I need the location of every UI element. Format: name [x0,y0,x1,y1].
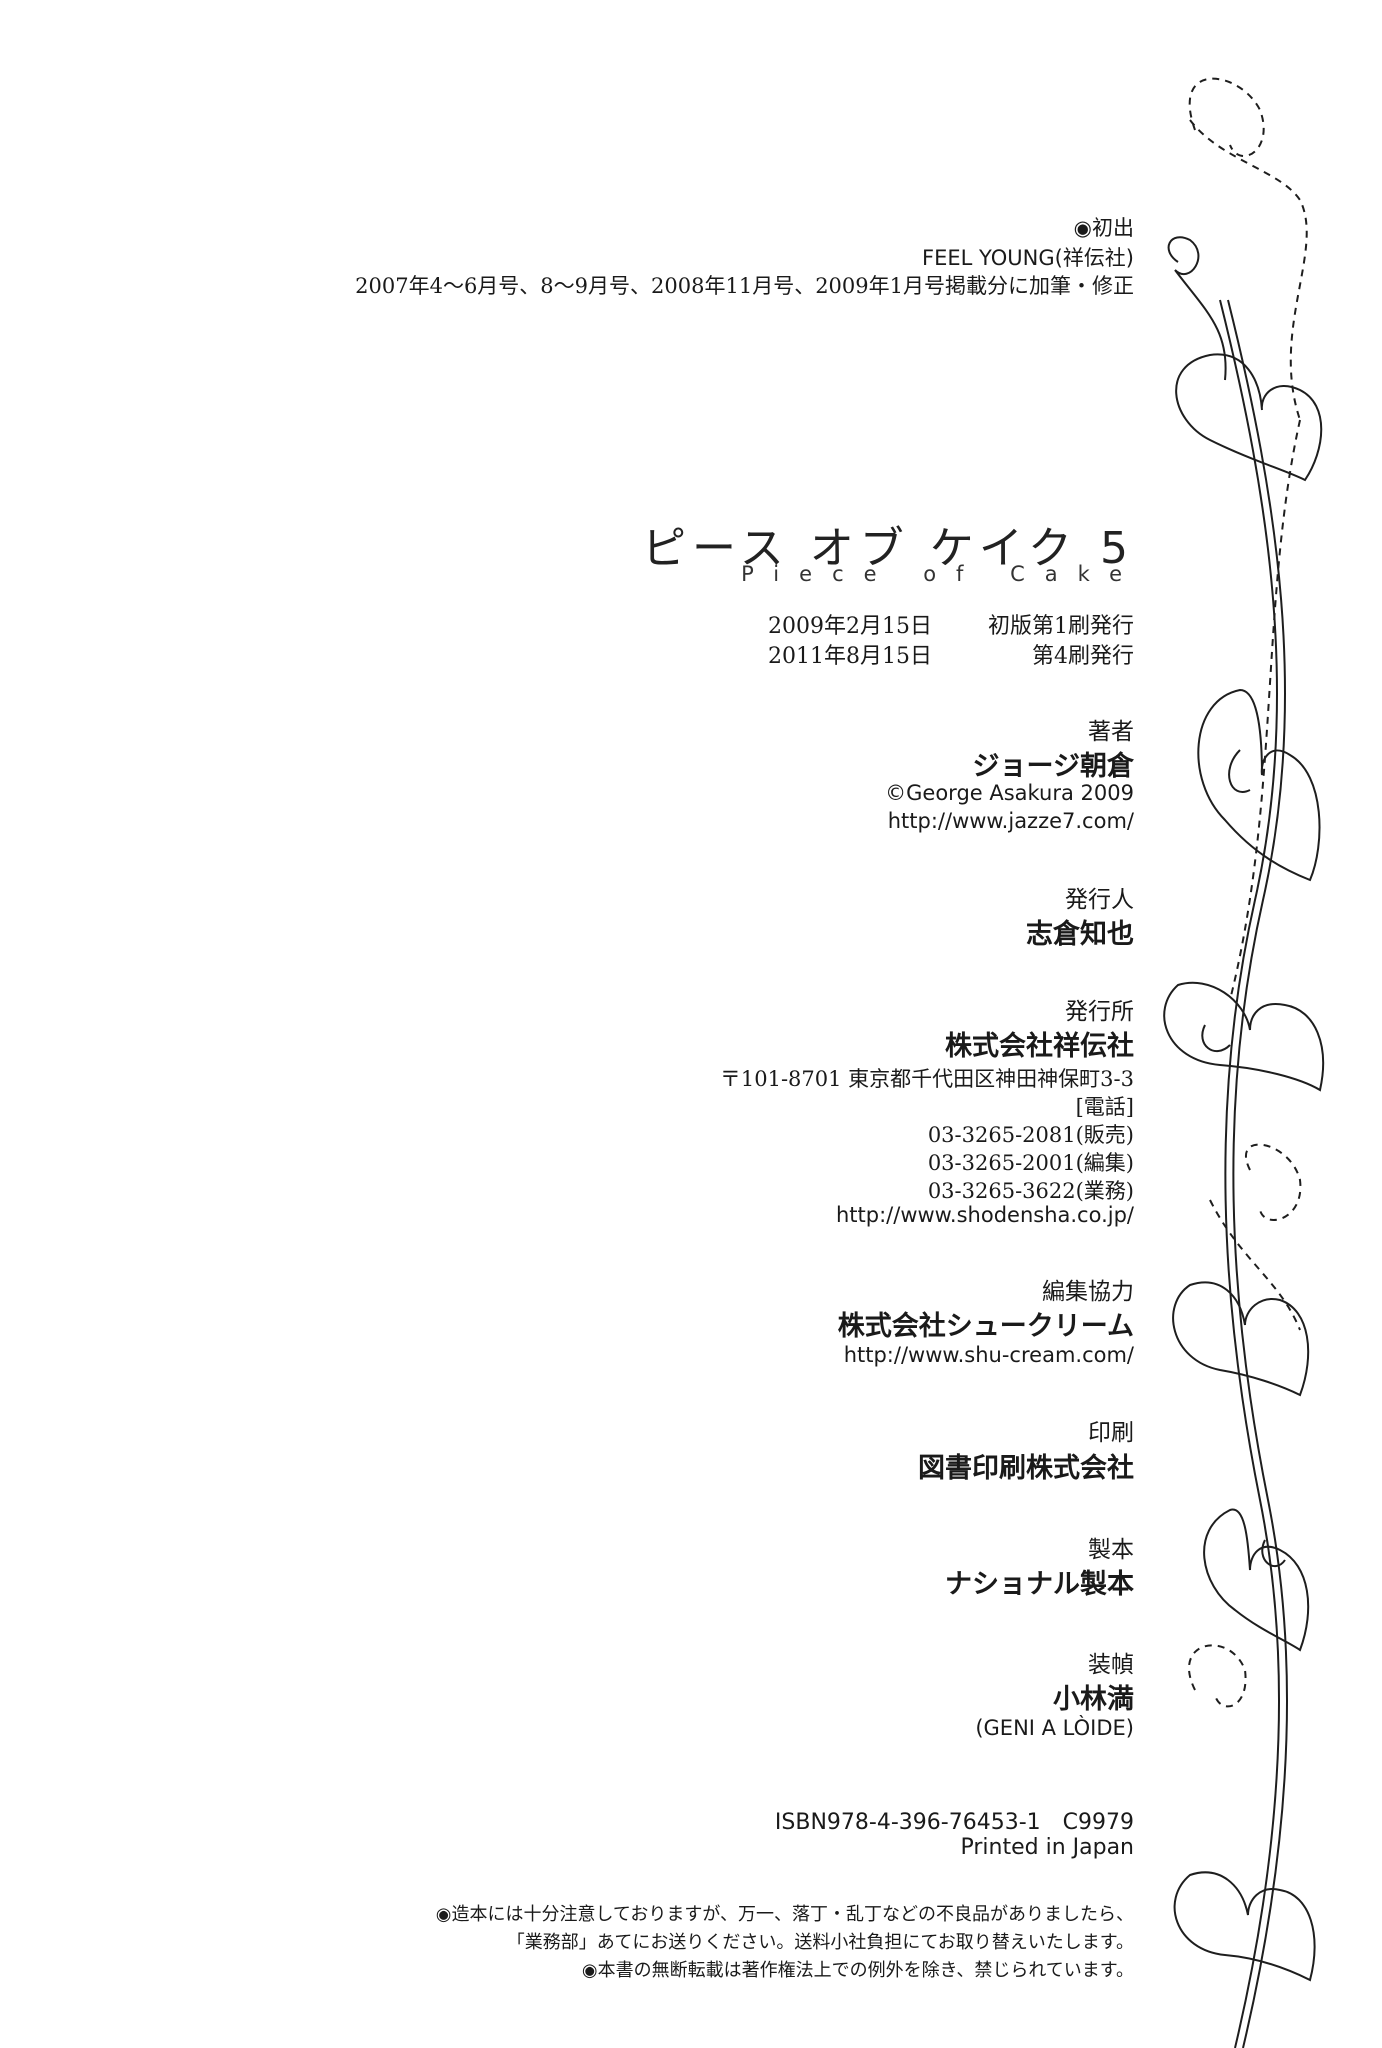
title-japanese: ピース オブ ケイク [641,523,1078,574]
publisher-url: http://www.shodensha.co.jp/ [836,1203,1134,1227]
heart-leaf-1 [1175,353,1323,482]
author-url: http://www.jazze7.com/ [887,809,1134,833]
phone-editorial: 03-3265-2001(編集) [927,1151,1134,1175]
publisher-label: 発行所 [1065,999,1134,1025]
heart-leaf-6 [1173,1871,1316,1982]
heart-leaf-3 [1163,981,1325,1092]
design-label: 装幀 [1088,1652,1134,1678]
notice-line-2: 「業務部」あてにお送りください。送料小社負担にてお取り替えいたします。 [506,1932,1134,1953]
edition-date: 2011年8月15日 [768,644,932,669]
inner-curl-1 [1228,749,1251,793]
edition-row-1: 2009年2月15日 初版第1刷発行 [768,608,1134,640]
author-label: 著者 [1088,719,1134,745]
vine-stem-main [1219,299,1281,2048]
edition-label: 初版第1刷発行 [988,614,1134,639]
book-title: ピース オブ ケイク 5 [642,512,1134,576]
dashed-swirl-top [1188,77,1308,421]
dashed-swirl-low [1188,1644,1247,1708]
author-copyright: ©George Asakura 2009 [885,781,1134,805]
edition-label: 第4刷発行 [1032,644,1134,669]
printing-label: 印刷 [1088,1420,1134,1446]
binding-label: 製本 [1088,1537,1134,1563]
publisher-person-name: 志倉知也 [1026,919,1134,950]
printing-name: 図書印刷株式会社 [918,1453,1134,1484]
edition-date: 2009年2月15日 [768,614,932,639]
curl [1167,236,1227,381]
editorial-cooperation-url: http://www.shu-cream.com/ [843,1343,1134,1367]
publisher-address: 〒101-8701 東京都千代田区神田神保町3-3 [719,1067,1134,1091]
author-name: ジョージ朝倉 [972,751,1134,782]
editorial-cooperation-name: 株式会社シュークリーム [837,1311,1134,1342]
inner-curl-3 [1261,1539,1286,1567]
heart-leaf-4 [1172,1281,1310,1397]
publisher-name: 株式会社祥伝社 [945,1031,1134,1062]
first-appearance-heading: ◉初出 [1073,216,1134,240]
serialization-issues: 2007年4〜6月号、8〜9月号、2008年11月号、2009年1月号掲載分に加… [355,274,1134,298]
magazine-name: FEEL YOUNG(祥伝社) [922,246,1134,270]
notice-line-1: ◉造本には十分注意しておりますが、万一、落丁・乱丁などの不良品がありましたら、 [435,1904,1134,1925]
heart-vine-decoration [1163,77,1325,2048]
inner-curl-2 [1201,1024,1231,1052]
editorial-cooperation-label: 編集協力 [1042,1279,1134,1305]
heart-leaf-5 [1203,1508,1310,1652]
edition-row-2: 2011年8月15日 第4刷発行 [768,638,1134,670]
phone-label: [電話] [1075,1095,1134,1119]
publisher-person-label: 発行人 [1065,887,1134,913]
notice-line-3: ◉本書の無断転載は著作権法上での例外を除き、禁じられています。 [581,1960,1134,1981]
volume-number: 5 [1100,523,1134,574]
heart-leaf-2 [1197,688,1321,882]
design-name: 小林満 [1053,1684,1134,1715]
vine-stem-secondary [1227,299,1289,2048]
isbn: ISBN978-4-396-76453-1 C9979 [774,1810,1134,1835]
dashed-swirl-mid [1209,1143,1302,1331]
binding-name: ナショナル製本 [945,1569,1134,1600]
phone-business: 03-3265-3622(業務) [927,1179,1134,1203]
title-english: Piece of Cake [741,562,1142,586]
dashed-line-middle [1229,419,1301,1001]
phone-sales: 03-3265-2081(販売) [927,1123,1134,1147]
printed-in: Printed in Japan [960,1835,1134,1860]
design-studio: (GENI A LÒIDE) [975,1716,1134,1740]
